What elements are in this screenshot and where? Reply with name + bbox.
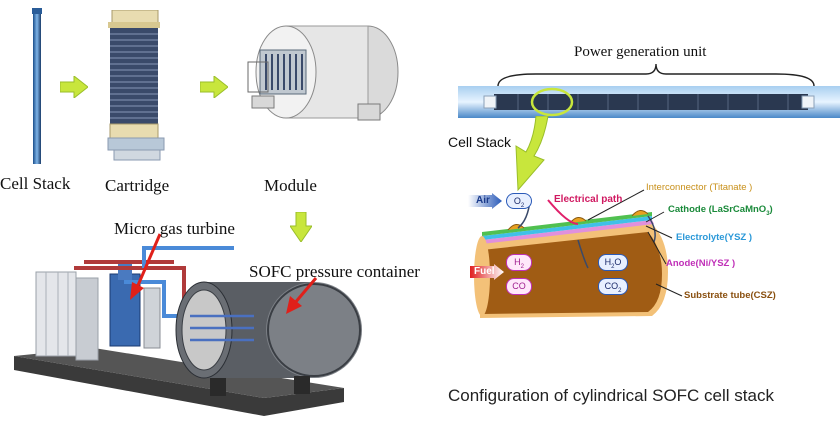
right-arrow-icon: [199, 74, 229, 103]
o2-bubble: O2: [506, 193, 532, 209]
module-image: [238, 20, 406, 130]
cell-stack-tube-image: [458, 84, 840, 120]
h2o-end: O: [614, 257, 622, 267]
h2o-bubble: H2O: [598, 254, 628, 271]
h2-bubble: H2: [506, 254, 532, 271]
cell-stack-right-label: Cell Stack: [448, 134, 512, 150]
cathode-label: Cathode (LaSrCaMnO3): [668, 204, 773, 217]
h2o-text: H: [604, 257, 612, 267]
anode-label: Anode(Ni/YSZ ): [666, 258, 736, 269]
o2-sub: 2: [520, 202, 525, 209]
electrical-path-label: Electrical path: [554, 194, 623, 205]
micro-turbine-pointer-arrow: [126, 232, 166, 307]
co-bubble: CO: [506, 278, 532, 295]
h2-sub: 2: [520, 263, 524, 270]
cathode-text: Cathode (LaSrCaMnO: [668, 204, 767, 215]
co-text: CO: [512, 281, 526, 291]
h2-text: H: [514, 257, 521, 267]
substrate-label: Substrate tube(CSZ): [684, 290, 776, 301]
highlight-ellipse: [530, 86, 574, 123]
fuel-label: Fuel: [474, 266, 495, 277]
co2-sub: 2: [618, 287, 622, 294]
pressure-container-pointer-arrow: [282, 276, 322, 321]
fuel-inlet-arrow: [470, 264, 504, 285]
interconnector-label: Interconnector (Titanate ): [646, 182, 753, 193]
cathode-end: ): [769, 204, 773, 215]
cell-stack-rod-image: [30, 8, 44, 164]
sofc-pressure-container-label: SOFC pressure container: [249, 262, 420, 281]
cartridge-image: [104, 9, 168, 162]
micro-gas-turbine-label: Micro gas turbine: [114, 219, 235, 238]
air-label: Air: [476, 195, 490, 206]
co2-text: CO: [604, 281, 619, 291]
power-generation-unit-label: Power generation unit: [574, 44, 707, 60]
zoom-down-arrow-icon: [506, 115, 566, 197]
electrolyte-label: Electrolyte(YSZ ): [676, 232, 753, 243]
co2-bubble: CO2: [598, 278, 628, 295]
cell-stack-label: Cell Stack: [0, 174, 71, 193]
cathode-sub: 3: [766, 210, 770, 217]
power-unit-brace: [496, 62, 816, 93]
down-arrow-icon: [289, 211, 313, 247]
h2o-sub: 2: [611, 263, 615, 270]
cartridge-label: Cartridge: [105, 176, 170, 195]
right-arrow-icon: [59, 74, 89, 103]
o2-text: O: [513, 196, 521, 206]
air-inlet-arrow: [468, 193, 502, 214]
module-label: Module: [264, 176, 317, 195]
caption: Configuration of cylindrical SOFC cell s…: [448, 386, 774, 405]
